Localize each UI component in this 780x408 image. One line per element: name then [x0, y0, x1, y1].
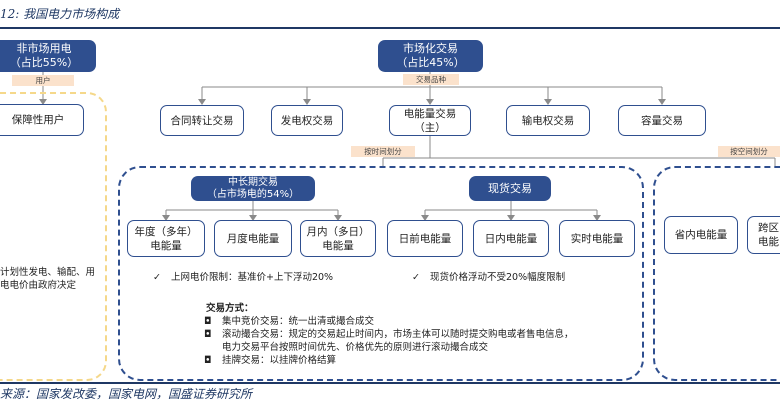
time-split-tag: 按时间划分 [351, 146, 415, 157]
spot-box[interactable]: 现货交易 [469, 176, 551, 201]
mid-long-price-note: 上网电价限制：基准价+上下浮动20% [171, 272, 334, 283]
cross-region-label: 跨区 电能 [758, 222, 779, 248]
non-market-label: 非市场用电 （占比55%） [9, 42, 79, 69]
type-label: 合同转让交易 [170, 114, 234, 127]
methods-heading: 交易方式： [206, 303, 254, 314]
guarantee-user-box[interactable]: 保障性用户 [0, 104, 84, 136]
type-box-transmission-right[interactable]: 输电权交易 [506, 105, 590, 136]
type-box-capacity[interactable]: 容量交易 [618, 105, 706, 136]
space-split-tag: 按空间划分 [718, 146, 780, 157]
type-label: 电能量交易 （主） [403, 107, 457, 134]
source-note: 来源：国家发改委，国家电网，国盛证券研究所 [0, 387, 253, 401]
monthly-energy-box[interactable]: 月度电能量 [214, 220, 292, 257]
check-icon: ✓ [412, 272, 420, 283]
method-item: 滚动撮合交易：规定的交易起止时间内，市场主体可以随时提交购电或者售电信息， 电力… [222, 329, 574, 353]
square-bullet-icon: ◘ [204, 329, 212, 340]
non-market-group [0, 92, 107, 381]
intramonth-energy-label: 月内（多日） 电能量 [306, 225, 370, 252]
mid-long-label: 中长期交易 （占市场电的54%） [206, 176, 300, 200]
intraday-box[interactable]: 日内电能量 [473, 220, 549, 257]
non-market-note: 计划性发电、输配、用 电电价由政府决定 [0, 267, 96, 291]
intra-province-label: 省内电能量 [674, 229, 728, 241]
cross-region-box[interactable]: 跨区 电能 [747, 216, 780, 254]
square-bullet-icon: ◘ [204, 316, 212, 327]
type-label: 容量交易 [641, 114, 683, 127]
check-icon: ✓ [153, 272, 161, 283]
method-item: 挂牌交易：以挂牌价格结算 [222, 355, 337, 366]
spot-label: 现货交易 [488, 181, 532, 195]
type-box-energy[interactable]: 电能量交易 （主） [389, 105, 471, 136]
market-box[interactable]: 市场化交易 （占比45%） [378, 40, 483, 72]
non-market-box[interactable]: 非市场用电 （占比55%） [0, 40, 96, 72]
title-rule [0, 27, 780, 29]
monthly-energy-label: 月度电能量 [226, 232, 280, 245]
intramonth-energy-box[interactable]: 月内（多日） 电能量 [300, 220, 376, 257]
figure-title: 12: 我国电力市场构成 [0, 7, 120, 21]
day-ahead-label: 日前电能量 [398, 232, 452, 245]
time-group [118, 166, 644, 381]
method-item: 集中竞价交易：统一出清或撮合成交 [222, 316, 375, 327]
realtime-box[interactable]: 实时电能量 [559, 220, 635, 257]
type-label: 发电权交易 [280, 114, 334, 127]
trade-type-tag: 交易品种 [403, 74, 459, 85]
realtime-label: 实时电能量 [570, 232, 624, 245]
type-box-contract-transfer[interactable]: 合同转让交易 [160, 105, 244, 136]
annual-energy-label: 年度（多年） 电能量 [134, 225, 198, 252]
type-label: 输电权交易 [521, 114, 575, 127]
space-group [653, 166, 780, 381]
source-rule [0, 382, 780, 384]
square-bullet-icon: ◘ [204, 355, 212, 366]
guarantee-user-label: 保障性用户 [11, 114, 65, 126]
spot-price-note: 现货价格浮动不受20%幅度限制 [430, 272, 566, 283]
intraday-label: 日内电能量 [484, 232, 538, 245]
intra-province-box[interactable]: 省内电能量 [664, 216, 738, 254]
day-ahead-box[interactable]: 日前电能量 [387, 220, 463, 257]
annual-energy-box[interactable]: 年度（多年） 电能量 [127, 220, 205, 257]
user-tag: 用户 [12, 75, 74, 86]
market-label: 市场化交易 （占比45%） [396, 42, 465, 69]
type-box-generation-right[interactable]: 发电权交易 [271, 105, 343, 136]
mid-long-box[interactable]: 中长期交易 （占市场电的54%） [191, 176, 315, 201]
